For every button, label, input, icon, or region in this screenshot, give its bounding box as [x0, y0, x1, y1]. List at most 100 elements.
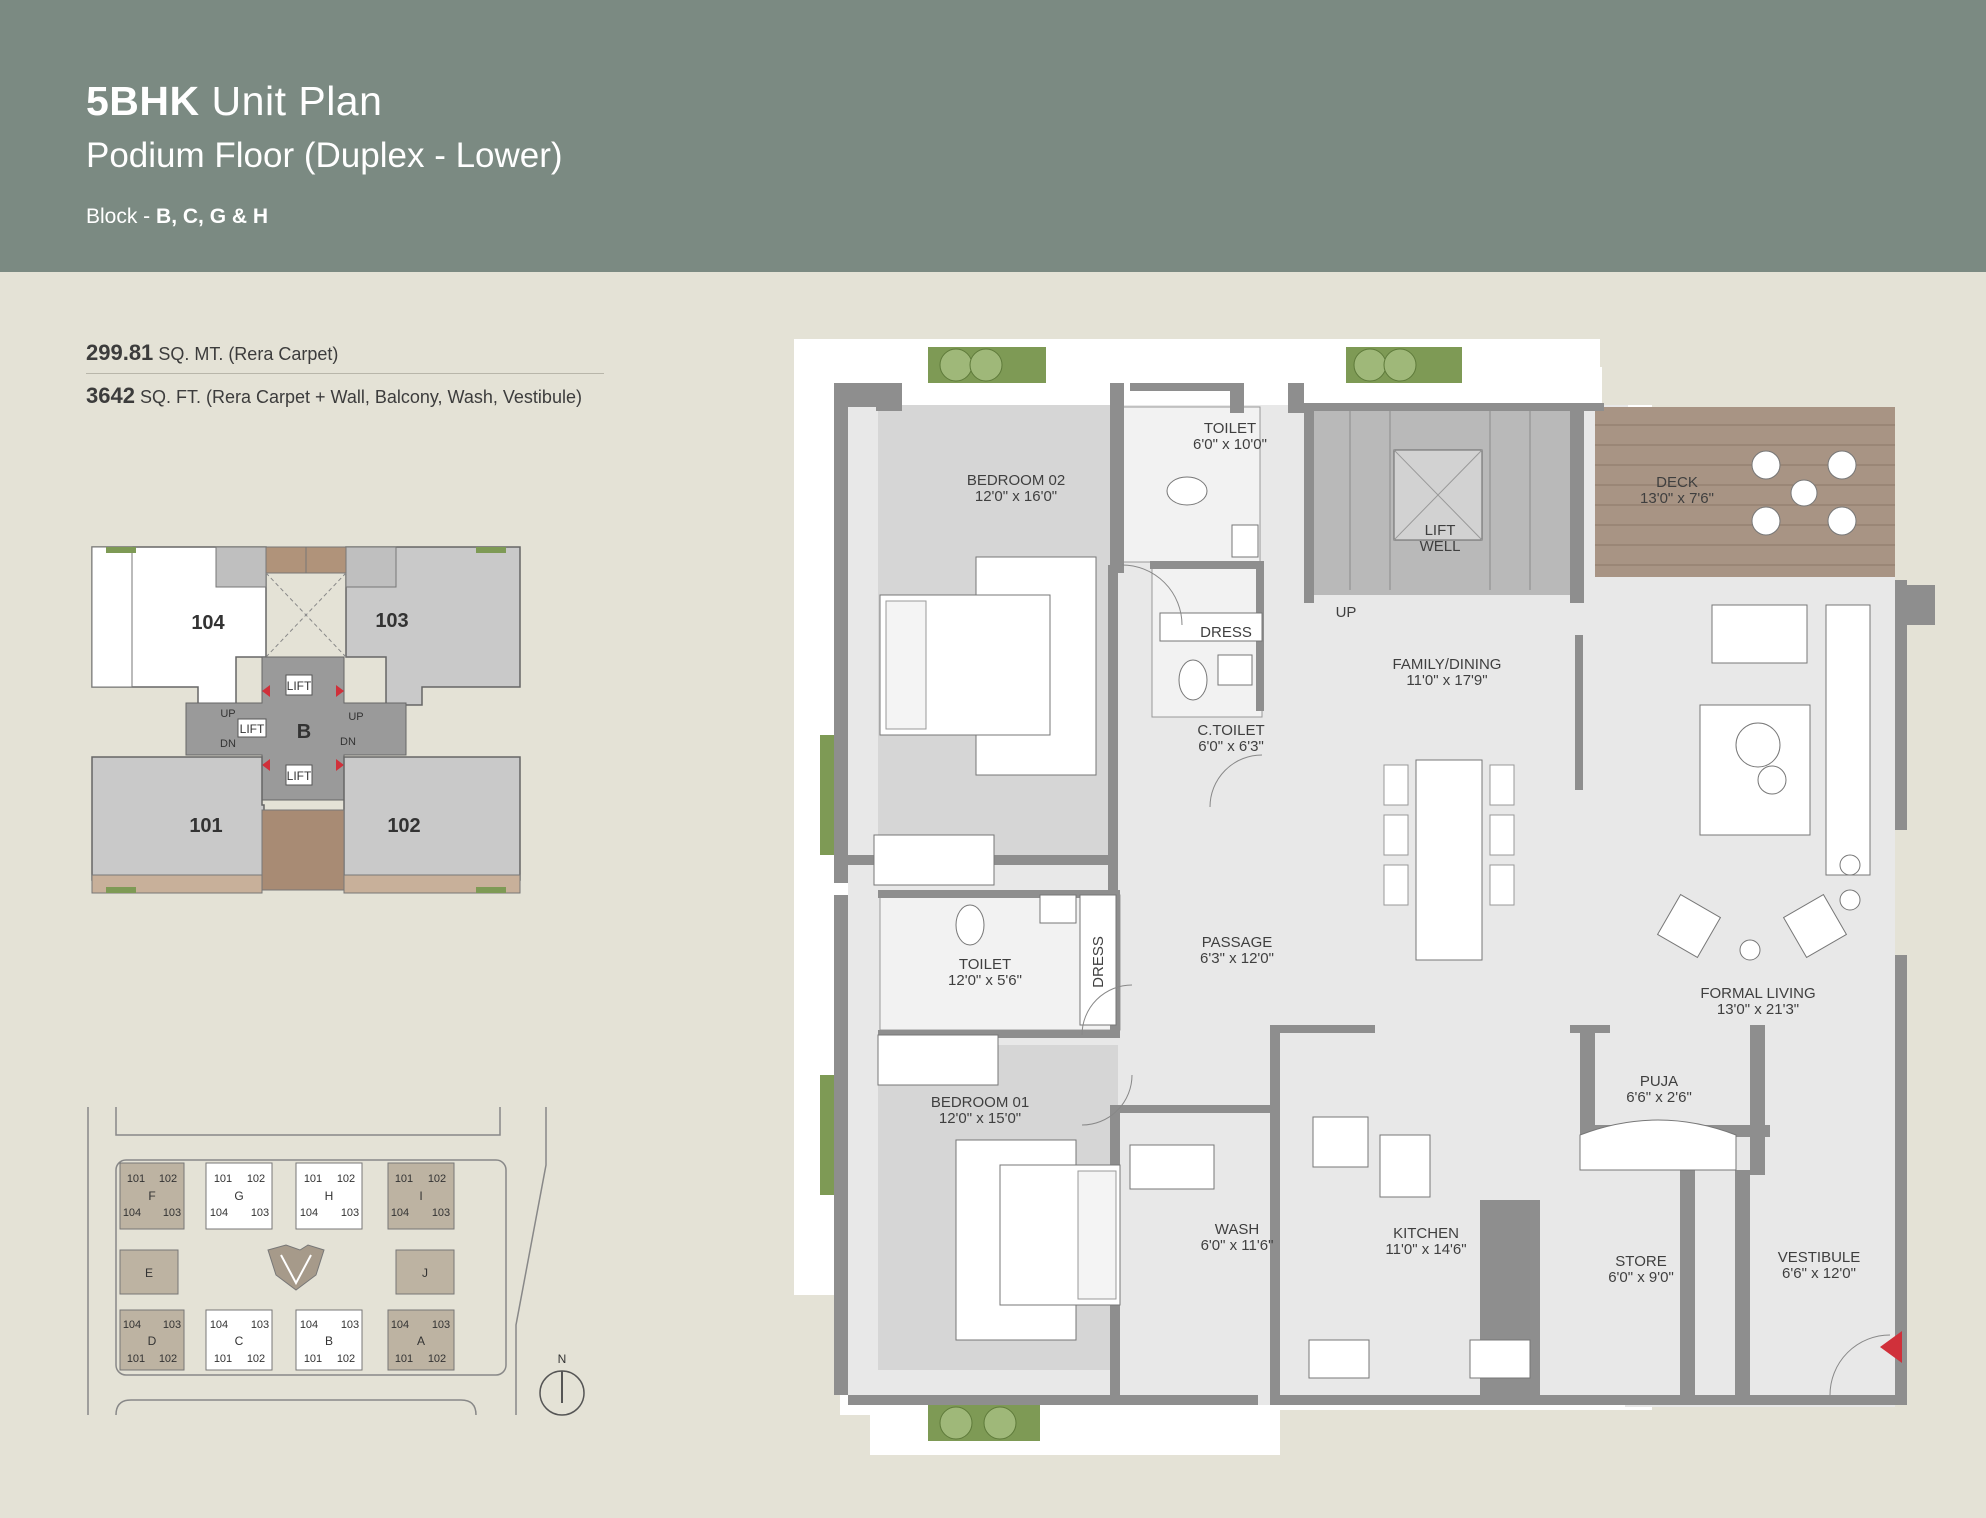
deck-seating-icon — [1751, 450, 1857, 536]
washer-icon — [1129, 1144, 1215, 1190]
sofa-icon — [1656, 604, 1871, 961]
kp-dn-right: DN — [340, 736, 356, 748]
dress-mid-name: DRESS — [1090, 936, 1107, 988]
site-a-102: 102 — [428, 1353, 446, 1365]
site-f-104: 104 — [123, 1207, 141, 1219]
bedroom01-name: BEDROOM 01 — [931, 1094, 1029, 1111]
site-a-101: 101 — [395, 1353, 413, 1365]
site-d-104: 104 — [123, 1319, 141, 1331]
site-block-i: 101 102 I 104 103 — [387, 1162, 455, 1230]
sink-icon — [1039, 524, 1259, 924]
bed-icon — [879, 556, 1097, 776]
site-a-103: 103 — [432, 1319, 450, 1331]
dress-cabinet-top — [1159, 612, 1263, 642]
site-c-101: 101 — [214, 1353, 232, 1365]
site-a-name: A — [417, 1334, 425, 1348]
kp-arrow-4 — [336, 759, 344, 771]
site-c-104: 104 — [210, 1319, 228, 1331]
kp-unit-104: 104 — [191, 612, 225, 634]
toilet-top-name: TOILET — [1204, 420, 1256, 437]
site-b-name: B — [325, 1334, 333, 1348]
lift-well-name-2: WELL — [1420, 538, 1461, 555]
dress-top-name: DRESS — [1200, 624, 1252, 641]
site-block-h: 101 102 H 104 103 — [295, 1162, 363, 1230]
site-i-103: 103 — [432, 1207, 450, 1219]
site-block-j: J — [395, 1249, 455, 1295]
store-name: STORE — [1615, 1253, 1666, 1270]
kitchen-counter — [1379, 1134, 1431, 1198]
floor-plan: BEDROOM 02 12'0" x 16'0" TOILET 6'0" x 1… — [794, 339, 1935, 1455]
puja-name: PUJA — [1640, 1073, 1678, 1090]
kp-unit-101: 101 — [189, 815, 222, 837]
area-divider — [86, 373, 604, 374]
north-arrow-icon: N — [539, 1352, 585, 1416]
entry-arrow-icon — [1880, 1331, 1902, 1363]
dining-table-icon — [1383, 759, 1515, 961]
key-plan: LIFT LIFT LIFT B UP DN UP DN 104 103 101… — [91, 546, 521, 894]
door-swings — [1081, 564, 1891, 1396]
site-g-101: 101 — [214, 1173, 232, 1185]
bedroom02-size: 12'0" x 16'0" — [975, 488, 1057, 505]
site-f-name: F — [148, 1189, 155, 1203]
site-h-103: 103 — [341, 1207, 359, 1219]
vestibule-name: VESTIBULE — [1778, 1249, 1861, 1266]
kp-lift-1: LIFT — [287, 679, 312, 693]
plan-title-bold: 5BHK — [86, 78, 200, 124]
header-banner: 5BHK Unit Plan Podium Floor (Duplex - Lo… — [0, 0, 1986, 272]
site-block-c: 104 103 C 101 102 — [205, 1309, 273, 1371]
site-d-name: D — [148, 1334, 157, 1348]
kitchen-name: KITCHEN — [1393, 1225, 1459, 1242]
site-logo — [267, 1244, 325, 1291]
site-i-name: I — [419, 1189, 422, 1203]
block-prefix: Block - — [86, 205, 151, 228]
site-c-name: C — [235, 1334, 244, 1348]
toilet-top-size: 6'0" x 10'0" — [1193, 436, 1267, 453]
passage-name: PASSAGE — [1202, 934, 1273, 951]
site-f-101: 101 — [127, 1173, 145, 1185]
wash-name: WASH — [1215, 1221, 1259, 1238]
site-f-102: 102 — [159, 1173, 177, 1185]
total-area-label: SQ. FT. (Rera Carpet + Wall, Balcony, Wa… — [139, 387, 582, 407]
dress-cabinet — [1079, 894, 1117, 1026]
site-block-a: 104 103 A 101 102 — [387, 1309, 455, 1371]
bed-icon — [955, 1139, 1121, 1341]
stair-up-label: UP — [1336, 604, 1357, 621]
site-block-f: 101 102 F 104 103 — [119, 1162, 185, 1230]
wardrobe — [873, 834, 995, 886]
carpet-area: 299.81 SQ. MT. (Rera Carpet) — [86, 340, 338, 366]
site-b-104: 104 — [300, 1319, 318, 1331]
toilet-mid-size: 12'0" x 5'6" — [948, 972, 1022, 989]
plan-title-rest: Unit Plan — [211, 78, 383, 124]
store-size: 6'0" x 9'0" — [1608, 1269, 1674, 1286]
wash-size: 6'0" x 11'6" — [1201, 1237, 1274, 1254]
site-b-103: 103 — [341, 1319, 359, 1331]
site-d-101: 101 — [127, 1353, 145, 1365]
walls — [834, 383, 1935, 1405]
kp-unit-103: 103 — [375, 610, 408, 632]
kp-unit-102: 102 — [387, 815, 420, 837]
bedroom02-name: BEDROOM 02 — [967, 472, 1065, 489]
site-i-102: 102 — [428, 1173, 446, 1185]
kp-dn-left: DN — [220, 738, 236, 750]
planters — [820, 347, 1462, 1441]
site-h-104: 104 — [300, 1207, 318, 1219]
kitchen-size: 11'0" x 14'6" — [1385, 1241, 1466, 1258]
ctoilet-size: 6'0" x 6'3" — [1198, 738, 1264, 755]
site-block-d: 104 103 D 101 102 — [119, 1309, 185, 1371]
hob-icon — [1469, 1339, 1531, 1379]
deck-area — [1595, 407, 1895, 577]
site-g-name: G — [234, 1189, 243, 1203]
formal-living-size: 13'0" x 21'3" — [1717, 1001, 1799, 1018]
plan-title: 5BHK Unit Plan — [86, 78, 382, 125]
kp-arrow-2 — [336, 685, 344, 697]
wardrobe — [877, 1034, 999, 1086]
puja-size: 6'6" x 2'6" — [1626, 1089, 1692, 1106]
deck-size: 13'0" x 7'6" — [1640, 490, 1714, 507]
site-plan: 101 102 F 104 103 101 102 G 104 103 101 … — [87, 1107, 585, 1416]
site-c-102: 102 — [247, 1353, 265, 1365]
kp-arrow-3 — [262, 759, 270, 771]
total-area: 3642 SQ. FT. (Rera Carpet + Wall, Balcon… — [86, 383, 582, 409]
site-g-102: 102 — [247, 1173, 265, 1185]
site-i-101: 101 — [395, 1173, 413, 1185]
plan-subtitle: Podium Floor (Duplex - Lower) — [86, 136, 563, 175]
